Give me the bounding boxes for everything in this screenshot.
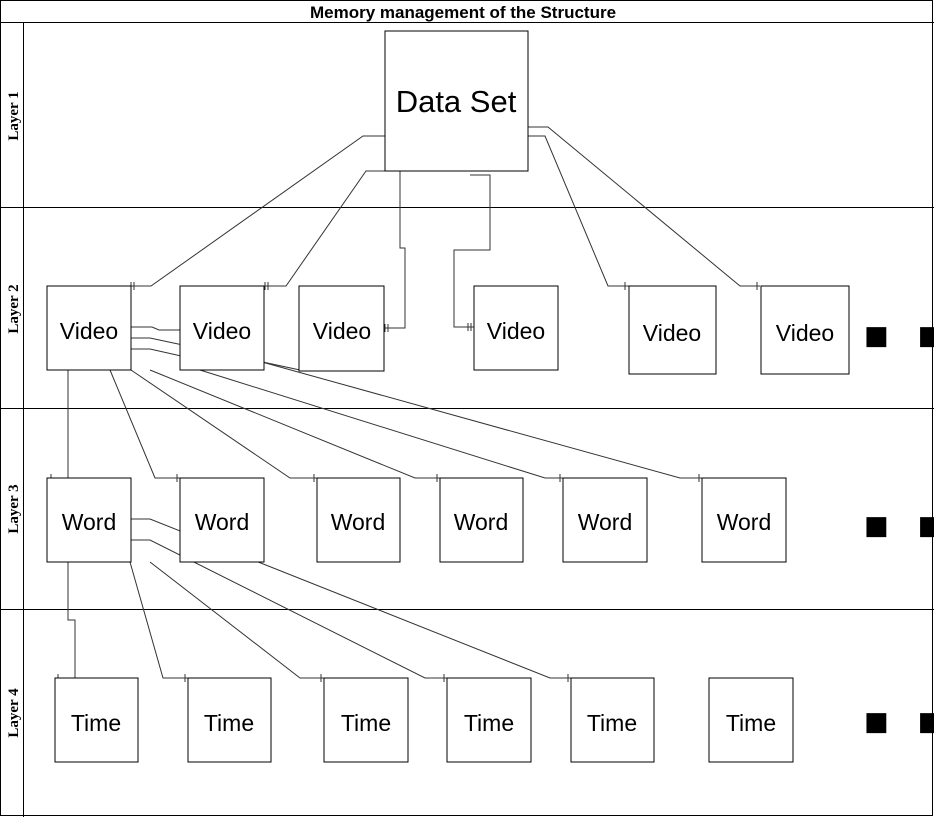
layer-2-continuation: ■ ■ ■ xyxy=(864,321,934,351)
word-node-6: Word xyxy=(701,477,787,563)
time-node-3: Time xyxy=(323,677,409,763)
connector-dataset-video-6 xyxy=(528,126,760,287)
connector-word-time-4 xyxy=(131,539,447,679)
connector-dataset-video-5 xyxy=(528,135,629,287)
time-label: Time xyxy=(726,710,776,736)
time-label: Time xyxy=(71,710,121,736)
video-node-5: Video xyxy=(628,285,717,375)
data-set-label: Data Set xyxy=(396,84,517,119)
video-box xyxy=(46,285,132,371)
video-box xyxy=(298,285,385,372)
time-node-6: Time xyxy=(708,677,794,763)
time-box xyxy=(446,677,532,763)
connector-dataset-video-1 xyxy=(131,135,385,287)
word-box xyxy=(46,477,132,563)
data-set-node: Data Set xyxy=(384,30,529,172)
time-box xyxy=(570,677,655,763)
lane-label-layer-1: Layer 1 xyxy=(6,91,22,140)
connector-video-word-5 xyxy=(199,369,563,479)
word-label: Word xyxy=(331,509,386,535)
lane-label-layer-3: Layer 3 xyxy=(6,484,22,533)
connector-dataset-video-2 xyxy=(265,170,385,287)
time-label: Time xyxy=(587,710,637,736)
video-label: Video xyxy=(60,318,118,344)
layer-3-continuation: ■ ■ ■ xyxy=(864,511,934,541)
connector-word-time-1 xyxy=(55,562,76,679)
connector-dataset-video-3 xyxy=(385,170,419,329)
video-node-1: Video xyxy=(46,285,132,371)
word-label: Word xyxy=(195,509,250,535)
connector-video-word-6 xyxy=(261,361,702,479)
word-node-2: Word xyxy=(179,477,265,563)
time-node-4: Time xyxy=(446,677,532,763)
word-label: Word xyxy=(578,509,633,535)
data-set-box xyxy=(384,30,529,172)
connector-video-word-3 xyxy=(130,369,317,479)
word-node-1: Word xyxy=(46,477,132,563)
lane-label-layer-2: Layer 2 xyxy=(6,284,22,333)
video-box xyxy=(760,285,850,375)
video-node-4: Video xyxy=(473,285,559,371)
lane-label-layer-4: Layer 4 xyxy=(6,688,22,738)
video-box xyxy=(628,285,717,375)
connector-word-time-5 xyxy=(131,518,571,679)
time-box xyxy=(187,677,272,763)
connector-dataset-video-4 xyxy=(453,174,491,328)
video-label: Video xyxy=(776,320,834,346)
connector-video-video-2 xyxy=(131,326,180,331)
time-node-2: Time xyxy=(187,677,272,763)
time-label: Time xyxy=(341,710,391,736)
word-node-4: Word xyxy=(439,477,524,563)
layer-4-continuation: ■ ■ ■ xyxy=(864,707,934,737)
word-box xyxy=(316,477,401,563)
word-label: Word xyxy=(62,509,117,535)
word-node-5: Word xyxy=(562,477,648,563)
time-label: Time xyxy=(204,710,254,736)
video-label: Video xyxy=(643,320,701,346)
connector-video-word-4 xyxy=(149,369,440,479)
word-label: Word xyxy=(717,509,772,535)
video-box xyxy=(473,285,559,371)
time-node-1: Time xyxy=(54,677,139,763)
word-box xyxy=(701,477,787,563)
word-box xyxy=(439,477,524,563)
connector-video-word-2 xyxy=(109,369,180,479)
connector-video-word-1 xyxy=(48,370,69,479)
connectors xyxy=(48,126,760,679)
video-label: Video xyxy=(487,318,545,344)
video-node-2: Video xyxy=(179,285,265,371)
connector-word-time-2 xyxy=(129,561,188,679)
diagram-title: Memory management of the Structure xyxy=(310,3,616,22)
video-label: Video xyxy=(313,318,371,344)
video-box xyxy=(179,285,265,371)
time-label: Time xyxy=(464,710,514,736)
word-box xyxy=(179,477,265,563)
word-box xyxy=(562,477,648,563)
time-box xyxy=(54,677,139,763)
word-node-3: Word xyxy=(316,477,401,563)
time-box xyxy=(323,677,409,763)
connector-word-time-3 xyxy=(149,561,324,679)
video-node-6: Video xyxy=(760,285,850,375)
word-label: Word xyxy=(454,509,509,535)
time-node-5: Time xyxy=(570,677,655,763)
video-label: Video xyxy=(193,318,251,344)
video-node-3: Video xyxy=(298,285,385,372)
time-box xyxy=(708,677,794,763)
